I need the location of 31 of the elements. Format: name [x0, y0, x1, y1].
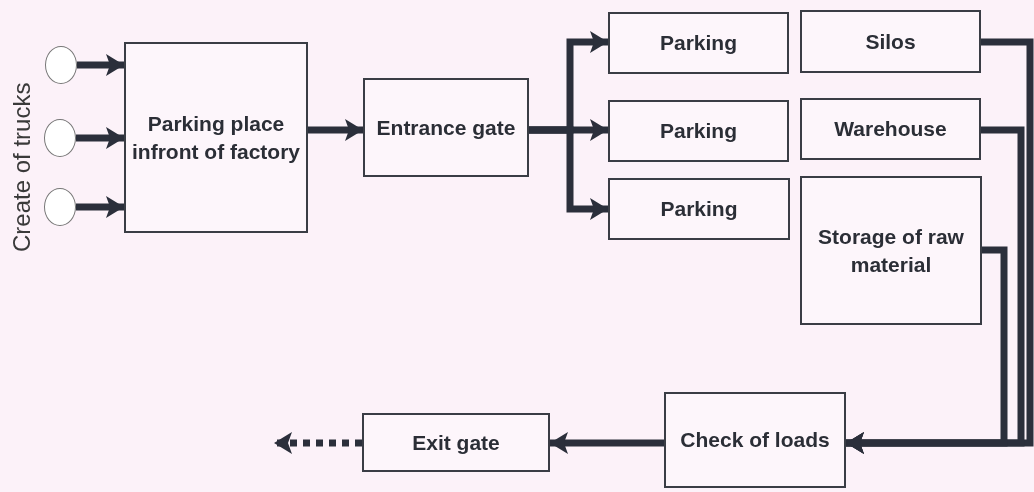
process-box: [800, 10, 981, 73]
arrow: [550, 432, 664, 454]
box-label: Entrance gate: [376, 114, 516, 141]
process-box: [800, 98, 981, 160]
process-box: [608, 12, 789, 74]
box-label: Parking: [660, 196, 738, 223]
box-label: Check of loads: [680, 427, 830, 454]
box-label: Parking: [660, 30, 737, 57]
process-box: [363, 78, 529, 177]
circle-node: [45, 46, 77, 84]
box-label: Parking place infront of factory: [131, 111, 301, 165]
arrow: [846, 246, 1008, 454]
axis-label: Create of trucks: [8, 82, 36, 252]
arrow: [529, 126, 608, 220]
arrow: [308, 119, 363, 141]
arrow: [76, 196, 124, 218]
box-label: Storage of raw material: [817, 224, 965, 278]
circle-node: [44, 188, 76, 226]
arrow: [77, 54, 124, 76]
circle-node: [44, 119, 76, 157]
box-label: Parking: [660, 118, 737, 145]
process-box: [800, 176, 982, 325]
process-box: [608, 178, 790, 240]
box-label: Exit gate: [412, 429, 500, 456]
arrow: [76, 127, 124, 149]
box-label: Silos: [865, 28, 916, 55]
process-box: [362, 413, 550, 472]
process-box: [608, 100, 789, 162]
process-box: [124, 42, 308, 233]
process-box: [664, 392, 846, 488]
box-label: Warehouse: [834, 116, 947, 143]
